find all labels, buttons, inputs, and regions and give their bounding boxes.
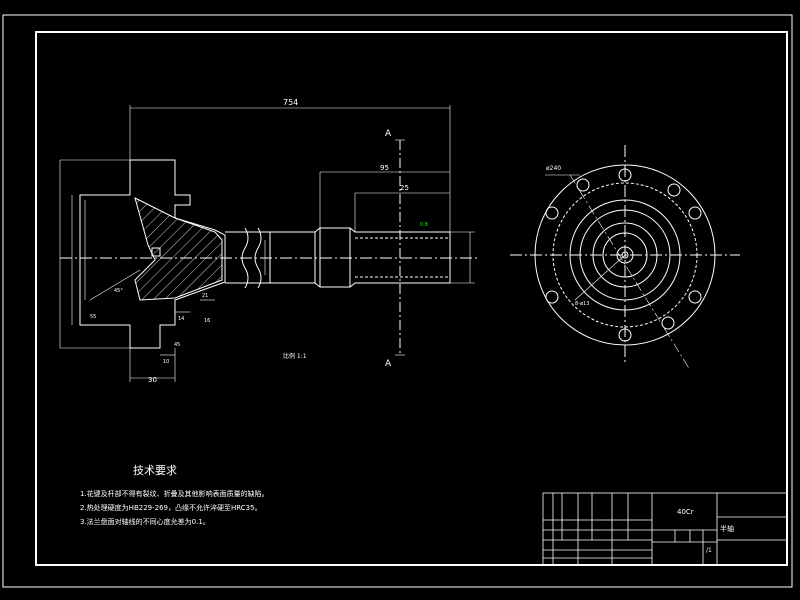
flange-hatch <box>134 197 223 301</box>
dim-45: 45 <box>174 342 180 348</box>
dim-55: 55 <box>90 314 96 320</box>
section-label-top: A <box>385 129 392 139</box>
title-block-material: 40Cr <box>677 508 694 516</box>
surface-roughness-mark: 0.8 <box>420 222 428 228</box>
dim-25: 25 <box>400 184 409 192</box>
dim-hole: 8-ø13 <box>575 301 589 307</box>
tech-requirements-title: 技术要求 <box>133 464 177 477</box>
title-block-part-name: 半轴 <box>720 524 734 533</box>
section-view <box>60 140 480 355</box>
dim-16: 16 <box>204 318 210 324</box>
title-block <box>542 492 788 566</box>
dim-10: 10 <box>163 359 169 365</box>
dim-chamfer: 45° <box>114 288 123 294</box>
section-label-bottom: A <box>385 359 392 369</box>
tech-requirement-line-1: 1.花键及杆部不得有裂纹、折叠及其他影响表面质量的缺陷。 <box>80 489 269 498</box>
dim-30: 30 <box>148 376 157 384</box>
dim-95: 95 <box>380 164 389 172</box>
dim-14: 14 <box>178 316 184 322</box>
dimension-lines <box>59 105 475 382</box>
end-view <box>510 145 740 371</box>
scale-label: 比例 1:1 <box>283 352 307 360</box>
tech-requirement-line-2: 2.热处理硬度为HB229-269，凸缘不允许淬硬至HRC35。 <box>80 503 262 512</box>
dim-21: 21 <box>202 293 208 299</box>
tech-requirement-line-3: 3.法兰盘面对轴线的不同心度允差为0.1。 <box>80 517 210 526</box>
dim-bolt-circle: ø240 <box>546 165 561 172</box>
title-block-sheet: /1 <box>706 547 712 554</box>
dim-total-length: 754 <box>283 98 298 107</box>
sheet-frame-inner <box>35 31 788 566</box>
bolt-holes <box>545 168 702 342</box>
sheet-frame-outer <box>2 14 793 588</box>
